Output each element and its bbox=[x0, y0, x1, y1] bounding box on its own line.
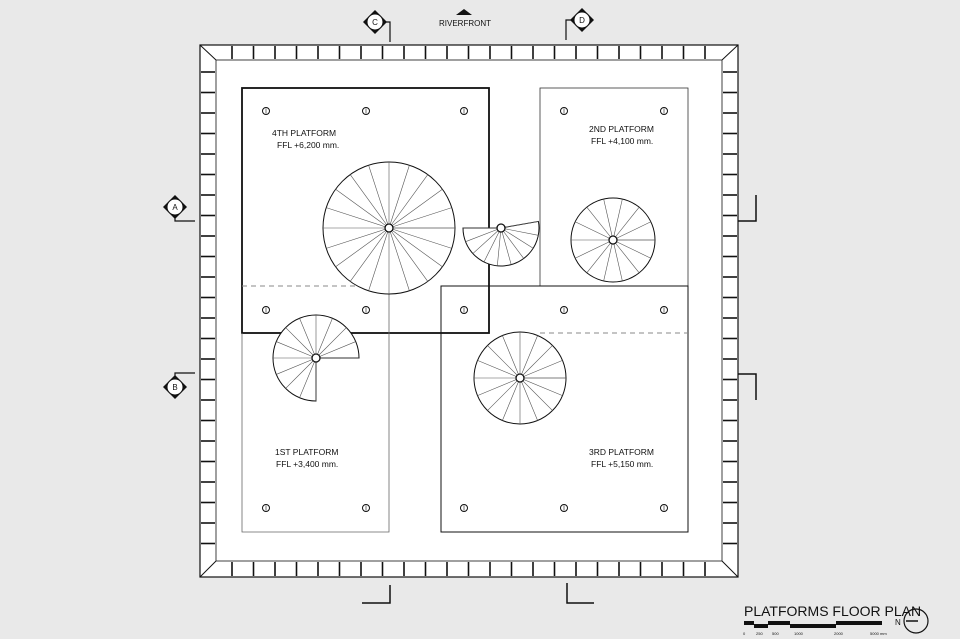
platform-3-level: FFL +5,150 mm. bbox=[591, 459, 653, 469]
platform-4-name: 4TH PLATFORM bbox=[272, 128, 336, 138]
scale-label: 0 bbox=[743, 631, 746, 636]
north-letter: N bbox=[895, 618, 901, 627]
scale-label: 1000 bbox=[794, 631, 804, 636]
column-icon bbox=[660, 504, 668, 512]
platform-4-level: FFL +6,200 mm. bbox=[277, 140, 339, 150]
platform-1-level: FFL +3,400 mm. bbox=[276, 459, 338, 469]
section-cut-ends bbox=[362, 195, 757, 604]
riverfront-label: RIVERFRONT bbox=[439, 19, 491, 28]
column-icon bbox=[262, 306, 270, 314]
section-marker-c: C bbox=[363, 10, 391, 42]
platform-2-name: 2ND PLATFORM bbox=[589, 124, 654, 134]
section-b-label: B bbox=[172, 383, 177, 392]
scale-label: 5000 mm bbox=[870, 631, 887, 636]
section-a-label: A bbox=[172, 203, 178, 212]
outer-wall bbox=[199, 44, 739, 578]
drawing-title: PLATFORMS FLOOR PLAN bbox=[744, 603, 921, 619]
column-icon bbox=[660, 107, 668, 115]
column-icon bbox=[460, 504, 468, 512]
section-c-label: C bbox=[372, 18, 378, 27]
platform-1-name: 1ST PLATFORM bbox=[275, 447, 338, 457]
scale-label: 250 bbox=[756, 631, 763, 636]
spiral-stair bbox=[322, 161, 456, 295]
column-icon bbox=[660, 306, 668, 314]
column-icon bbox=[560, 306, 568, 314]
column-icon bbox=[460, 107, 468, 115]
spiral-stair bbox=[462, 220, 540, 267]
section-marker-a: A bbox=[163, 195, 195, 222]
column-icon bbox=[362, 107, 370, 115]
title-block: PLATFORMS FLOOR PLAN 0 250 500 1000 2000 5000… bbox=[743, 603, 929, 636]
platform-3-name: 3RD PLATFORM bbox=[589, 447, 654, 457]
north-arrow-icon: N bbox=[895, 608, 929, 634]
section-marker-b: B bbox=[163, 372, 195, 399]
column-icon bbox=[362, 306, 370, 314]
platform-3 bbox=[440, 285, 689, 533]
platform-2-level: FFL +4,100 mm. bbox=[591, 136, 653, 146]
platform-1 bbox=[241, 285, 688, 533]
platform-4 bbox=[241, 87, 490, 334]
scale-bar bbox=[744, 621, 882, 628]
column-icon bbox=[262, 504, 270, 512]
spiral-stair bbox=[272, 314, 360, 402]
scale-label: 500 bbox=[772, 631, 779, 636]
column-icon bbox=[460, 306, 468, 314]
spiral-stair bbox=[473, 331, 567, 425]
section-marker-d: D bbox=[565, 8, 594, 40]
column-icon bbox=[560, 504, 568, 512]
north-riverfront-marker: RIVERFRONT bbox=[439, 9, 491, 28]
column-icon bbox=[362, 504, 370, 512]
column-icon bbox=[560, 107, 568, 115]
spiral-stair bbox=[570, 197, 656, 283]
column-icon bbox=[262, 107, 270, 115]
scale-label: 2000 bbox=[834, 631, 844, 636]
section-d-label: D bbox=[579, 16, 585, 25]
